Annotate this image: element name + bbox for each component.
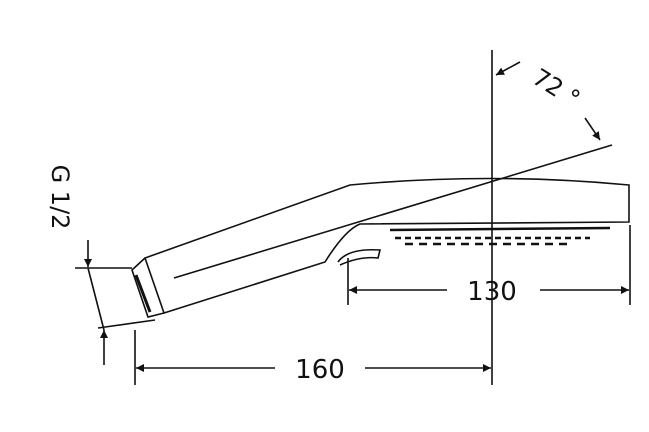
thread-connector	[131, 257, 165, 318]
handle-outline	[143, 177, 630, 314]
center-line	[173, 144, 613, 279]
dimension-130-label: 130	[467, 277, 517, 307]
angle-label: 72 °	[528, 63, 585, 113]
nozzles	[389, 226, 611, 246]
dimension-160-label: 160	[295, 355, 345, 385]
angle-arrow-bottom	[584, 117, 601, 141]
angle-arrow-top	[495, 61, 521, 76]
head-recess	[337, 248, 382, 266]
thread-label: G 1/2	[46, 165, 74, 230]
